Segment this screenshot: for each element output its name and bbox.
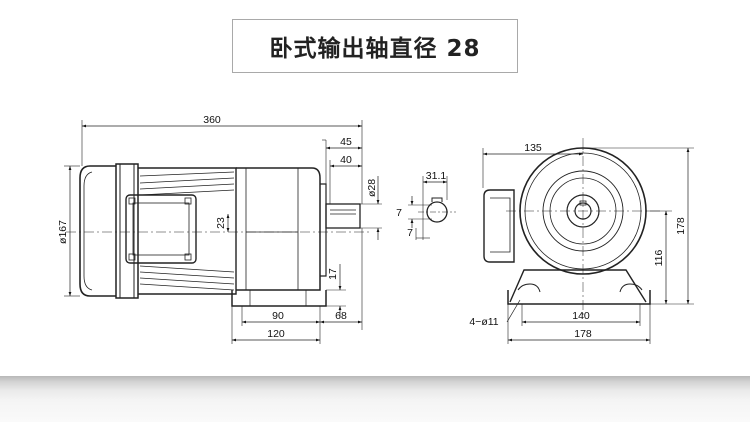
end-view <box>482 138 694 344</box>
dim-shaft-outer: 45 <box>340 136 352 148</box>
dim-shaft-diameter: ø28 <box>366 179 378 197</box>
dim-terminal-height: 23 <box>215 217 227 229</box>
dim-foot-to-end: 68 <box>335 310 347 322</box>
terminal-box-side <box>483 189 515 263</box>
dim-key-height: 31.1 <box>426 170 447 182</box>
terminal-box <box>125 194 197 264</box>
dim-motor-diameter: ø167 <box>57 220 69 244</box>
footer-shadow <box>0 376 750 422</box>
dim-shaft-inner: 40 <box>340 154 352 166</box>
dim-overall-length: 360 <box>203 114 221 126</box>
dim-hole-pitch: 140 <box>572 310 590 322</box>
shaft-section-labels: 31.1 7 7 <box>396 170 446 239</box>
side-view-labels: 360 45 40 ø28 ø167 23 17 90 68 120 <box>57 114 378 340</box>
gearbox-housing <box>236 167 321 291</box>
dim-width-top: 135 <box>524 142 542 154</box>
cooling-fins <box>139 171 235 291</box>
output-shaft <box>325 203 361 229</box>
end-base <box>509 269 647 303</box>
end-view-labels: 135 178 116 4−ø11 140 178 <box>469 142 687 340</box>
base-feet <box>231 290 327 307</box>
dim-base-length: 120 <box>267 328 285 340</box>
title-box: 卧式输出轴直径 28 <box>232 19 518 73</box>
motor-body <box>138 167 237 295</box>
dim-base-height: 17 <box>327 268 339 280</box>
dim-overall-height: 178 <box>675 217 687 235</box>
dim-base-width: 178 <box>574 328 592 340</box>
page-title: 卧式输出轴直径 28 <box>269 36 481 62</box>
shaft-section <box>408 176 456 240</box>
dim-key-width-bottom: 7 <box>407 227 413 239</box>
dim-mount-holes: 4−ø11 <box>469 316 498 328</box>
fan-cover <box>79 165 116 297</box>
shaft-keyway <box>431 197 443 202</box>
side-view <box>64 120 382 344</box>
dim-center-height: 116 <box>653 249 665 266</box>
dim-foot-pitch: 90 <box>272 310 284 322</box>
dim-key-width-top: 7 <box>396 207 402 219</box>
end-base-plate <box>507 290 651 305</box>
